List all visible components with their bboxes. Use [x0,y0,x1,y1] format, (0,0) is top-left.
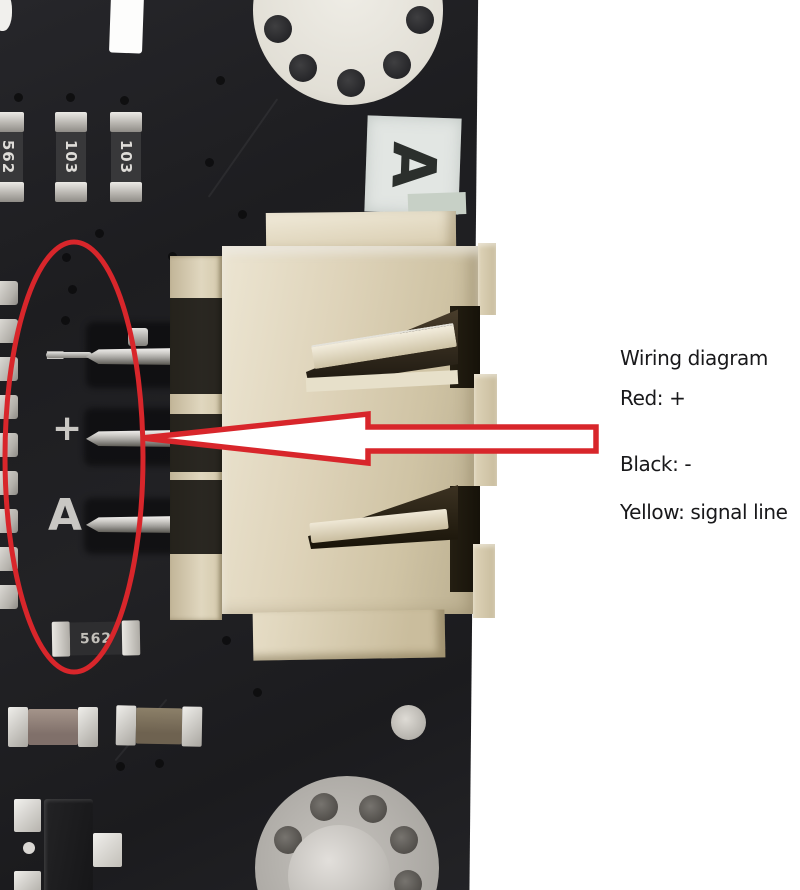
capacitor-smd-1 [8,707,98,747]
via-pad-silver [391,705,426,740]
via-hole [120,96,129,105]
connector-left-housing [170,256,222,620]
capacitor-body [135,707,183,745]
capacitor-cap [181,706,203,747]
drill-hole [337,69,365,97]
via-hole [205,158,214,167]
connector-right-tab [474,374,497,486]
pin1-wire [46,352,92,358]
edge-pad [0,471,18,495]
resistor-562-vertical: 562 [0,112,24,202]
drill-hole [406,6,434,34]
transistor-body [44,799,93,890]
resistor-value: 562 [79,630,113,647]
drill-hole [264,15,292,43]
via-hole [155,759,164,768]
resistor-cap [121,620,141,656]
connector-right-tab [478,243,496,315]
via-hole [253,688,262,697]
via-hole [68,285,77,294]
resistor-103-vertical-1: 103 [55,112,87,202]
drill-hole [359,795,387,823]
pin1-stub [128,328,148,346]
drill-hole [394,870,422,890]
resistor-cap [0,182,24,202]
caption-black-line: Black: - [620,452,692,476]
drill-hole [310,793,338,821]
capacitor-cap [115,705,137,746]
resistor-value: 103 [117,139,135,175]
transistor-pad [14,799,41,832]
via-hole [95,229,104,238]
pin-entry-notch [170,298,222,394]
via-hole [116,762,125,771]
drill-hole [383,51,411,79]
via-hole [238,210,247,219]
capacitor-cap [78,707,98,747]
resistor-cap [55,182,87,202]
edge-pad [0,585,18,609]
pin-entry-notch [170,414,222,472]
connector-pin-2 [86,430,183,447]
via-hole [14,93,23,102]
board-slot [108,0,145,54]
via-hole [216,76,225,85]
via-hole [66,93,75,102]
via-hole [62,253,71,262]
resistor-value: 103 [62,139,80,175]
caption-title: Wiring diagram [620,346,768,370]
transistor-dot [23,842,35,854]
silkscreen-a-label: A [48,490,83,541]
connector-bottom-step [252,609,446,661]
capacitor-cap [8,707,28,747]
capacitor-body [28,709,78,745]
board-label-a: A [377,140,449,190]
edge-pad [0,281,18,305]
jst-connector [170,211,502,664]
connector-pin-1 [86,348,183,365]
edge-pad [0,319,18,343]
pin-entry-notch [170,480,222,554]
transistor-pad [14,871,41,890]
resistor-cap [51,621,71,657]
edge-pad [0,357,18,381]
caption-yellow-line: Yellow: signal line [620,500,788,524]
transistor-pad [93,833,122,867]
edge-pad [0,395,18,419]
silkscreen-plus-label: + [52,408,83,449]
edge-pad [0,547,18,571]
capacitor-smd-2 [115,705,203,747]
caption-red-line: Red: + [620,386,686,410]
via-hole [222,636,231,645]
edge-pad [0,433,18,457]
drill-hole [289,54,317,82]
connector-right-tab [473,544,495,618]
resistor-562-horizontal: 562 [51,620,141,657]
drill-hole [390,826,418,854]
resistor-cap [110,182,142,202]
resistor-103-vertical-2: 103 [110,112,142,202]
connector-pin-3 [86,516,183,533]
resistor-cap [55,112,87,132]
resistor-value: 562 [0,139,17,175]
edge-pad [0,509,18,533]
connector-body [222,246,480,614]
resistor-cap [0,112,24,132]
corner-pad [0,0,12,31]
solder-dome [288,825,390,890]
resistor-cap [110,112,142,132]
